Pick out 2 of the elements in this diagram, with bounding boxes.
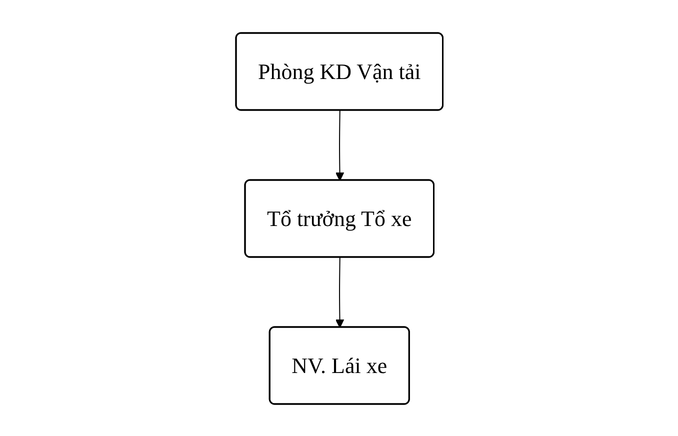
arrow <box>334 256 344 328</box>
arrow <box>334 110 344 180</box>
